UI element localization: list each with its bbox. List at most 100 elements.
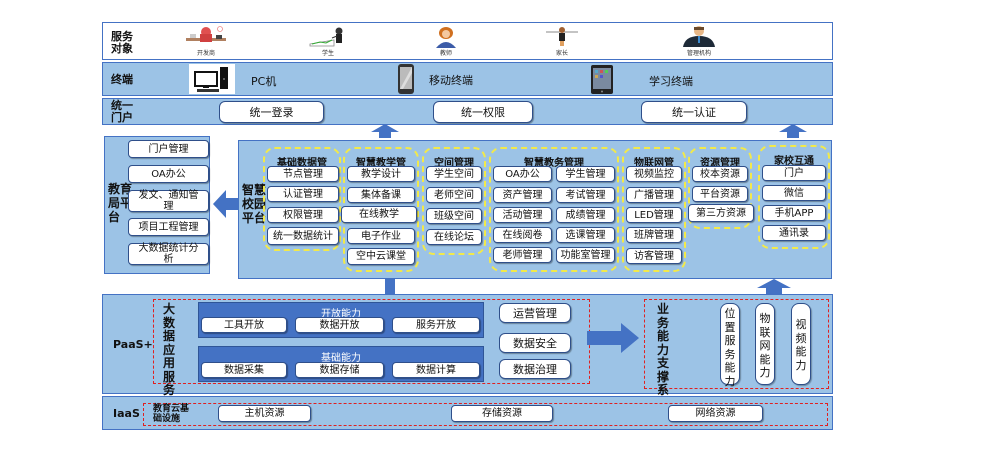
group-home-school-title: 家校互通 xyxy=(774,156,814,167)
paas-band: PaaS+ 大数据应用服务 开放能力 工具开放 数据开放 服务开放 基础能力 数… xyxy=(102,294,833,397)
campus-item[interactable]: 认证管理 xyxy=(267,186,339,202)
campus-item[interactable]: 通讯录 xyxy=(762,225,826,241)
campus-item[interactable]: 在线论坛 xyxy=(426,229,482,245)
storage-resources-button[interactable]: 存储资源 xyxy=(451,405,553,422)
group-smart-teaching-title: 智慧教学管 xyxy=(356,158,406,169)
campus-item[interactable]: 第三方资源 xyxy=(688,204,754,222)
service-target-parent: 家长 xyxy=(537,26,587,57)
bureau-item-documents-notices[interactable]: 发文、通知管理 xyxy=(128,190,209,212)
campus-item[interactable]: 电子作业 xyxy=(347,228,415,244)
terminal-learning-label: 学习终端 xyxy=(649,75,693,88)
group-iot-management-title: 物联网管 xyxy=(634,158,674,169)
group-space-management-title: 空间管理 xyxy=(434,158,474,169)
campus-item[interactable]: LED管理 xyxy=(626,207,682,223)
service-target-name: 开发商 xyxy=(196,50,215,57)
iaas-band: IaaS 教育云基础设施 主机资源 存储资源 网络资源 xyxy=(102,396,833,430)
campus-item[interactable]: 权限管理 xyxy=(267,207,339,223)
right-arrow-icon xyxy=(587,323,639,353)
campus-item[interactable]: 教学设计 xyxy=(347,166,415,182)
education-bureau-label: 教育局平台 xyxy=(108,182,133,224)
campus-item[interactable]: 门户 xyxy=(762,165,826,181)
group-basic-data-title: 基础数据管 xyxy=(277,158,327,169)
open-capability-title: 开放能力 xyxy=(321,309,361,320)
smart-campus-panel: 智慧校园平台 基础数据管 节点管理 认证管理 权限管理 统一数据统计 智慧教学管… xyxy=(238,140,832,279)
iaas-label: IaaS xyxy=(113,407,140,420)
unified-permission-button[interactable]: 统一权限 xyxy=(433,101,533,123)
student-icon xyxy=(309,27,343,47)
education-bureau-panel: 教育局平台 门户管理 OA办公 发文、通知管理 项目工程管理 大数据统计分析 xyxy=(104,136,210,274)
open-tool-button[interactable]: 工具开放 xyxy=(201,317,287,333)
service-target-name: 学生 xyxy=(321,50,334,57)
bureau-item-oa[interactable]: OA办公 xyxy=(128,165,209,183)
campus-item[interactable]: 校本资源 xyxy=(692,166,748,182)
parent-icon xyxy=(546,27,578,46)
teacher-icon xyxy=(436,27,456,48)
campus-item[interactable]: 手机APP xyxy=(762,205,826,221)
service-target-teacher: 教师 xyxy=(421,26,471,57)
bureau-item-portal-management[interactable]: 门户管理 xyxy=(128,140,209,158)
service-target-developer: 开发商 xyxy=(181,26,231,57)
group-home-school xyxy=(758,145,830,249)
host-resources-button[interactable]: 主机资源 xyxy=(218,405,311,422)
iot-capability[interactable]: 物联网能力 xyxy=(755,303,775,385)
campus-item[interactable]: 老师管理 xyxy=(493,247,552,263)
network-resources-button[interactable]: 网络资源 xyxy=(668,405,763,422)
developer-icon xyxy=(186,26,226,42)
unified-auth-button[interactable]: 统一认证 xyxy=(641,101,747,123)
campus-item[interactable]: 选课管理 xyxy=(556,227,615,243)
campus-item[interactable]: 班级空间 xyxy=(426,208,482,224)
campus-item[interactable]: 老师空间 xyxy=(426,187,482,203)
campus-item[interactable]: 考试管理 xyxy=(556,187,615,203)
campus-item[interactable]: OA办公 xyxy=(493,166,552,182)
location-service-capability[interactable]: 位置服务能力 xyxy=(720,303,740,388)
unified-portal-label: 统一门户 xyxy=(111,99,133,124)
unified-login-button[interactable]: 统一登录 xyxy=(219,101,324,123)
unified-portal-band: 统一门户 统一登录 统一权限 统一认证 xyxy=(102,98,833,125)
service-targets-label: 服务对象 xyxy=(111,30,133,55)
campus-item[interactable]: 广播管理 xyxy=(626,187,682,203)
campus-item[interactable]: 成绩管理 xyxy=(556,207,615,223)
campus-item[interactable]: 资产管理 xyxy=(493,187,552,203)
terminals-band: 终端 PC机 移动终端 学习终端 xyxy=(102,62,833,96)
bureau-item-big-data-analysis[interactable]: 大数据统计分析 xyxy=(128,243,209,265)
campus-item[interactable]: 集体备课 xyxy=(347,187,415,203)
data-compute-button[interactable]: 数据计算 xyxy=(392,362,480,378)
campus-item[interactable]: 学生管理 xyxy=(556,166,615,182)
operations-management-button[interactable]: 运营管理 xyxy=(499,303,571,323)
edu-cloud-infra-region xyxy=(143,403,828,426)
group-smart-academic-title: 智慧教务管理 xyxy=(524,158,584,169)
terminal-mobile-label: 移动终端 xyxy=(429,74,473,87)
terminal-pc-label: PC机 xyxy=(251,75,277,88)
campus-item[interactable]: 学生空间 xyxy=(426,166,482,182)
up-arrow-icon xyxy=(757,279,791,296)
left-arrow-icon xyxy=(213,190,239,218)
campus-item[interactable]: 在线教学 xyxy=(341,206,417,223)
campus-item[interactable]: 节点管理 xyxy=(267,166,339,182)
campus-item[interactable]: 空中云课堂 xyxy=(347,248,415,265)
open-data-button[interactable]: 数据开放 xyxy=(295,317,384,333)
data-storage-button[interactable]: 数据存储 xyxy=(295,362,384,378)
campus-item[interactable]: 班牌管理 xyxy=(626,227,682,243)
data-security-button[interactable]: 数据安全 xyxy=(499,333,571,353)
video-capability[interactable]: 视频能力 xyxy=(791,303,811,385)
bureau-item-project-management[interactable]: 项目工程管理 xyxy=(128,218,209,236)
campus-item[interactable]: 平台资源 xyxy=(692,186,748,202)
campus-item[interactable]: 在线阅卷 xyxy=(493,227,552,243)
pc-icon xyxy=(194,67,228,92)
business-support-label: 业务能力支撑系 xyxy=(656,302,669,397)
service-targets-band: 服务对象 开发商 学生 教师 xyxy=(102,22,833,60)
paas-label: PaaS+ xyxy=(113,338,153,351)
campus-item[interactable]: 视频监控 xyxy=(626,166,682,182)
up-arrow-icon xyxy=(385,278,395,296)
campus-item[interactable]: 微信 xyxy=(762,185,826,201)
open-service-button[interactable]: 服务开放 xyxy=(392,317,480,333)
campus-item[interactable]: 统一数据统计 xyxy=(267,227,339,245)
up-arrow-icon xyxy=(371,124,399,138)
campus-item[interactable]: 功能室管理 xyxy=(556,247,615,263)
up-arrow-icon xyxy=(779,124,807,138)
data-collection-button[interactable]: 数据采集 xyxy=(201,362,287,378)
campus-item[interactable]: 访客管理 xyxy=(626,248,682,264)
service-target-name: 家长 xyxy=(555,50,568,57)
data-governance-button[interactable]: 数据治理 xyxy=(499,359,571,379)
campus-item[interactable]: 活动管理 xyxy=(493,207,552,223)
